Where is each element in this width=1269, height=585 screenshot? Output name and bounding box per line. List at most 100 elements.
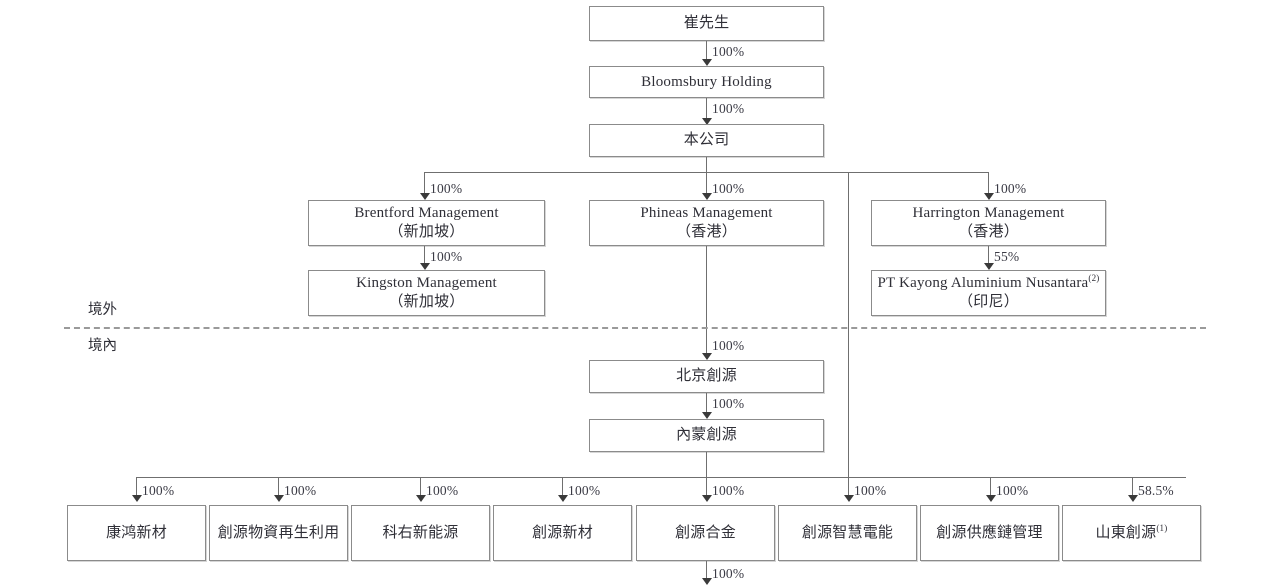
arrowhead-company-to-brentford [420,193,430,200]
pct-to-supplychain: 100% [996,483,1029,498]
arrowhead-to-recycling [274,495,284,502]
arrowhead-to-kanghong [132,495,142,502]
connector-company-to-phineas [706,172,707,196]
connector-cui-to-bloomsbury [706,41,707,62]
node-kingston: Kingston Management （新加坡） [308,270,545,316]
node-recycling: 創源物資再生利用 [209,505,348,561]
distribution-bar-bottom [136,477,1186,478]
node-brentford-label: Brentford Management [354,205,499,222]
connector-to-xincai [562,477,563,499]
arrowhead-bloomsbury-to-company [702,118,712,125]
node-supplychain: 創源供應鏈管理 [920,505,1059,561]
node-phineas-label: Phineas Management [640,205,773,222]
pct-phineas-to-beijing: 100% [712,338,745,353]
arrowhead-to-zhihui [844,495,854,502]
node-beijing-label: 北京創源 [676,368,737,385]
node-hejin-label: 創源合金 [675,524,736,541]
rail-harrington-branch-to-bottom [848,172,849,477]
node-kanghong: 康鸿新材 [67,505,206,561]
pct-bloomsbury-to-company: 100% [712,101,745,116]
node-shandong-footnote: (1) [1156,522,1168,533]
connector-to-zhihui [848,477,849,499]
connector-to-kanghong [136,477,137,499]
zone-label-offshore: 境外 [88,302,117,318]
node-shandong: 山東創源(1) [1062,505,1201,561]
arrowhead-to-shandong [1128,495,1138,502]
node-recycling-label: 創源物資再生利用 [217,524,340,541]
pct-beijing-to-neimeng: 100% [712,396,745,411]
connector-to-shandong [1132,477,1133,499]
node-beijing: 北京創源 [589,360,824,393]
pct-to-zhihui: 100% [854,483,887,498]
connector-phineas-to-beijing [706,246,707,356]
node-zhihui-label: 創源智慧電能 [801,524,894,541]
node-shandong-label: 山東創源(1) [1095,522,1168,541]
arrowhead-cui-to-bloomsbury [702,59,712,66]
node-mr-cui: 崔先生 [589,6,824,41]
connector-harrington-to-kayong [988,246,989,268]
connector-to-supplychain [990,477,991,499]
node-supplychain-label: 創源供應鏈管理 [936,524,1043,541]
pct-to-kanghong: 100% [142,483,175,498]
pct-to-shandong: 58.5% [1138,483,1174,498]
node-neimeng-label: 內蒙創源 [676,427,737,444]
node-keyou: 科右新能源 [351,505,490,561]
pct-to-xincai: 100% [568,483,601,498]
node-harrington-sublabel: （香港） [958,224,1019,240]
connector-company-to-brentford [424,172,425,196]
pct-company-to-phineas: 100% [712,181,745,196]
arrowhead-beijing-to-neimeng [702,412,712,419]
node-company: 本公司 [589,124,824,157]
node-hejin: 創源合金 [636,505,775,561]
connector-bloomsbury-to-company [706,98,707,121]
pct-to-hejin: 100% [712,483,745,498]
offshore-onshore-divider [64,327,1206,329]
node-phineas-sublabel: （香港） [676,224,737,240]
node-mr-cui-label: 崔先生 [683,15,730,32]
arrowhead-company-to-phineas [702,193,712,200]
pct-cui-to-bloomsbury: 100% [712,44,745,59]
node-harrington-label: Harrington Management [912,205,1065,222]
pct-harrington-to-kayong: 55% [994,249,1020,264]
node-xincai-label: 創源新材 [532,524,593,541]
node-keyou-label: 科右新能源 [382,524,459,541]
arrowhead-brentford-to-kingston [420,263,430,270]
node-company-label: 本公司 [683,132,730,149]
arrowhead-to-hejin [702,495,712,502]
arrowhead-hejin-downstream [702,578,712,585]
node-pt-kayong-sublabel: （印尼） [958,294,1019,310]
connector-hejin-downstream [706,561,707,583]
arrowhead-phineas-to-beijing [702,353,712,360]
node-kingston-sublabel: （新加坡） [388,294,465,310]
pct-company-to-brentford: 100% [430,181,463,196]
pct-to-keyou: 100% [426,483,459,498]
connector-to-recycling [278,477,279,499]
node-bloomsbury-label: Bloomsbury Holding [641,73,772,90]
connector-company-stem [706,157,707,173]
node-harrington: Harrington Management （香港） [871,200,1106,246]
arrowhead-to-supplychain [986,495,996,502]
connector-to-hejin [706,477,707,499]
connector-neimeng-stem [706,452,707,478]
node-neimeng: 內蒙創源 [589,419,824,452]
node-xincai: 創源新材 [493,505,632,561]
node-kanghong-label: 康鸿新材 [106,524,167,541]
node-pt-kayong-footnote: (2) [1088,273,1100,284]
node-brentford-sublabel: （新加坡） [388,224,465,240]
node-bloomsbury: Bloomsbury Holding [589,66,824,98]
arrowhead-to-keyou [416,495,426,502]
connector-brentford-to-kingston [424,246,425,268]
node-pt-kayong: PT Kayong Aluminium Nusantara(2) （印尼） [871,270,1106,316]
node-brentford: Brentford Management （新加坡） [308,200,545,246]
node-zhihui: 創源智慧電能 [778,505,917,561]
node-phineas: Phineas Management （香港） [589,200,824,246]
node-pt-kayong-label: PT Kayong Aluminium Nusantara(2) [877,273,1100,292]
node-kingston-label: Kingston Management [356,275,497,292]
arrowhead-harrington-to-kayong [984,263,994,270]
zone-label-onshore: 境內 [88,338,117,354]
connector-beijing-to-neimeng [706,393,707,415]
pct-company-to-harrington: 100% [994,181,1027,196]
arrowhead-company-to-harrington [984,193,994,200]
arrowhead-to-xincai [558,495,568,502]
